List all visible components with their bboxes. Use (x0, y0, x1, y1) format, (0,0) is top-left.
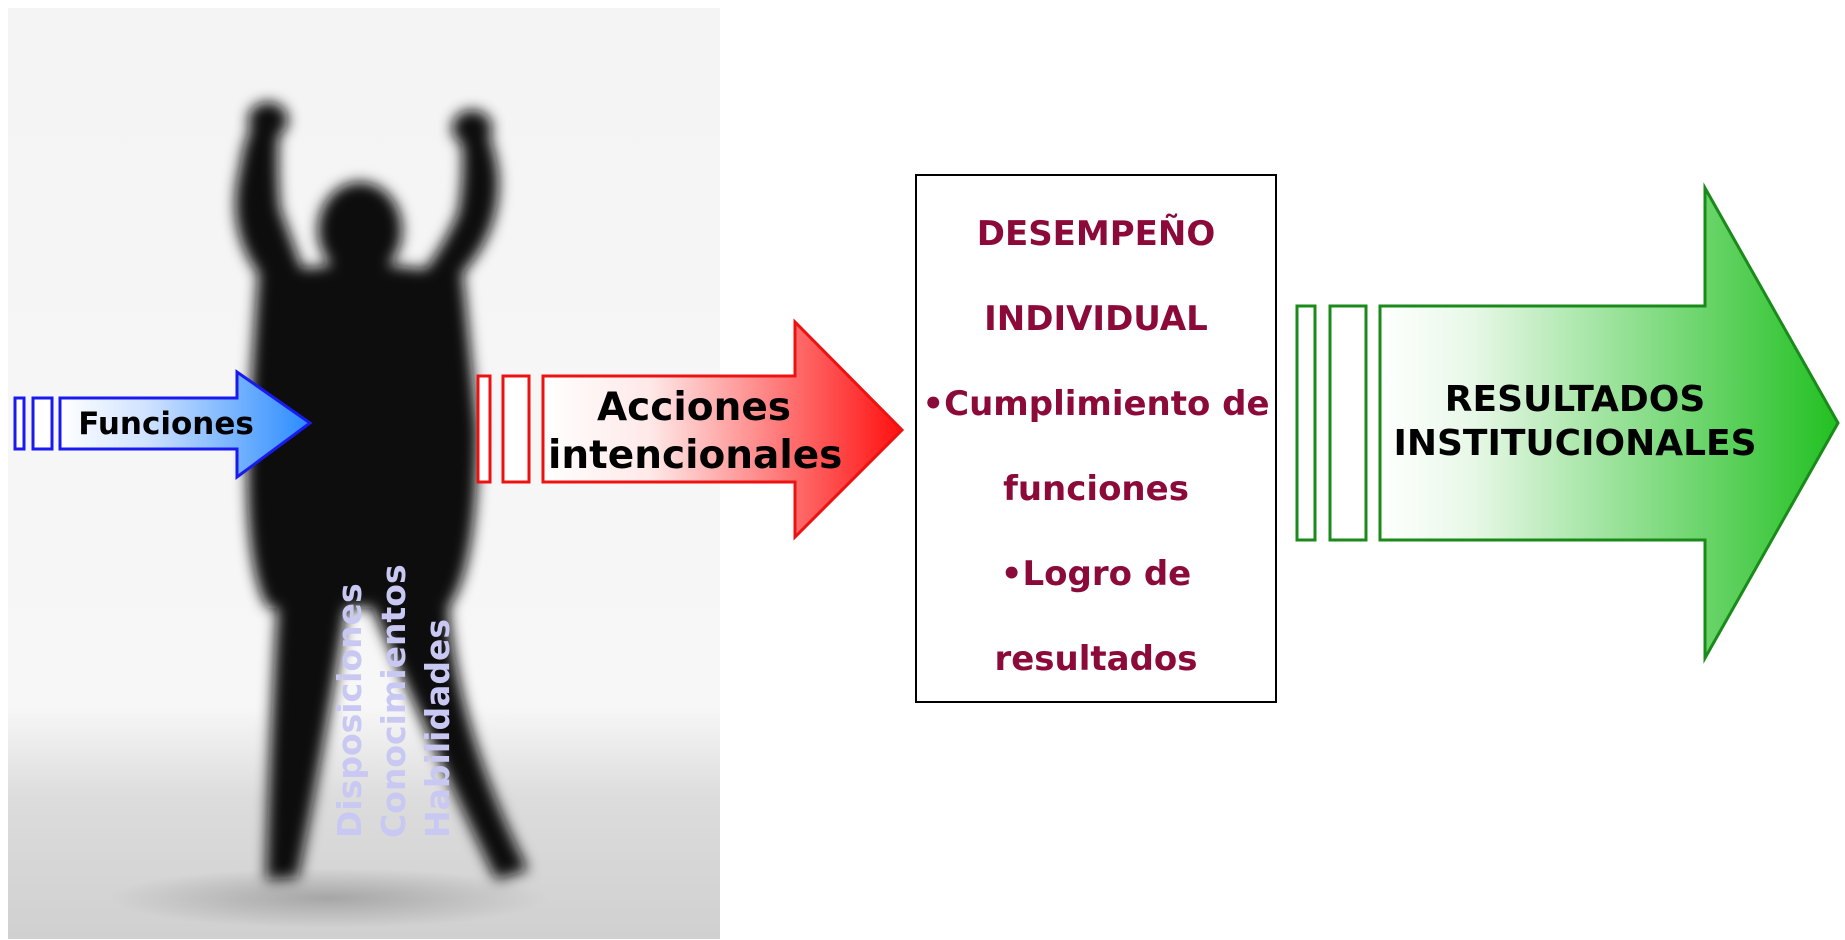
performance-item2-line1: •Logro de (1000, 554, 1192, 594)
result-arrow-stripe-2 (1328, 304, 1368, 542)
performance-title-line1: DESEMPEÑO (976, 214, 1216, 254)
action-arrow-label-line2: intencionales (548, 433, 843, 478)
action-arrow-body (541, 318, 905, 541)
input-arrow-body (58, 369, 313, 480)
result-arrow-label-line1: RESULTADOS (1444, 379, 1706, 420)
input-arrow-stripe-2 (31, 396, 54, 451)
figure-label-disposiciones: Disposiciones (330, 583, 369, 838)
input-arrow-stripe-1 (13, 396, 26, 451)
action-arrow-label: Acciones intencionales (548, 384, 843, 480)
action-arrow-stripe-1 (476, 374, 492, 484)
performance-item1-line1: •Cumplimiento de (922, 384, 1270, 424)
figure-label-conocimientos: Conocimientos (374, 564, 413, 838)
result-arrow-label: RESULTADOS INSTITUCIONALES (1385, 378, 1765, 466)
figure-label-habilidades: Habilidades (418, 619, 457, 838)
result-arrow-body (1378, 182, 1840, 664)
performance-title-line2: INDIVIDUAL (984, 299, 1208, 339)
result-arrow-label-line2: INSTITUCIONALES (1393, 423, 1757, 464)
performance-item1-line2: funciones (1003, 469, 1189, 509)
input-arrow-label: Funciones (78, 406, 254, 442)
performance-item2-line2: resultados (994, 639, 1198, 679)
performance-box: DESEMPEÑO INDIVIDUAL •Cumplimiento de fu… (915, 174, 1277, 703)
result-arrow (1295, 182, 1840, 664)
action-arrow (476, 318, 905, 541)
figure-labels: Disposiciones Conocimientos Habilidades (328, 302, 468, 838)
result-arrow-stripe-1 (1295, 304, 1317, 542)
input-arrow (13, 369, 313, 480)
action-arrow-stripe-2 (501, 374, 531, 484)
action-arrow-label-line1: Acciones (596, 385, 791, 430)
